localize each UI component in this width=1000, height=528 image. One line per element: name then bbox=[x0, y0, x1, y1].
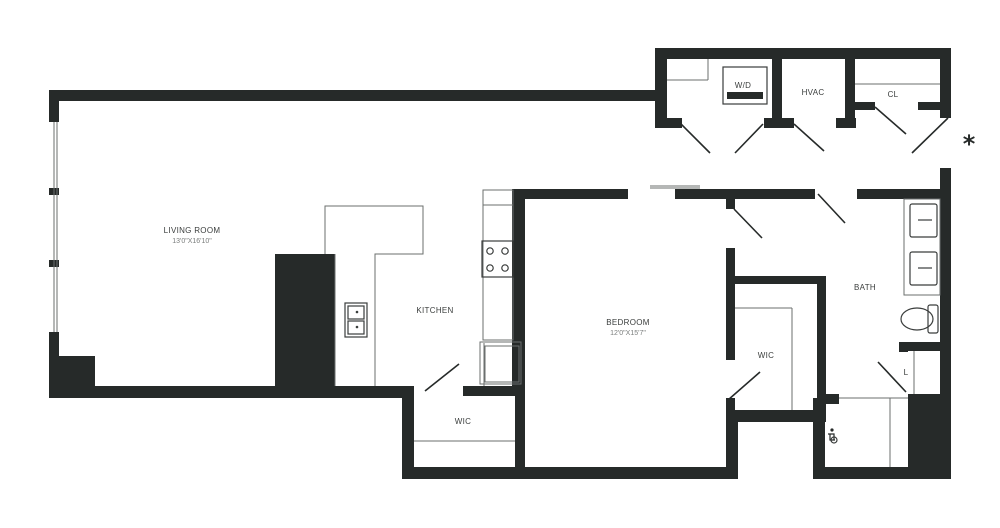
wic-main-label: WIC bbox=[455, 417, 471, 426]
interior-walls bbox=[275, 185, 940, 479]
living-room-dim: 13'0"X16'10" bbox=[172, 238, 212, 245]
wd-label: W/D bbox=[735, 81, 751, 90]
bath-label: BATH bbox=[854, 283, 876, 292]
living-room-label: LIVING ROOM bbox=[164, 226, 221, 235]
cl-label: CL bbox=[888, 90, 899, 99]
toilet-icon bbox=[900, 304, 939, 334]
sink-icon bbox=[344, 302, 368, 338]
compass-marker-icon: * bbox=[963, 130, 976, 158]
stove-icon bbox=[481, 240, 514, 278]
kitchen-label: KITCHEN bbox=[416, 306, 453, 315]
bedroom-label: BEDROOM bbox=[606, 318, 649, 327]
kitchen-counters bbox=[324, 189, 522, 386]
exterior-walls bbox=[49, 48, 951, 479]
bedroom-dim: 12'0"X15'7" bbox=[610, 330, 646, 337]
doors bbox=[424, 106, 949, 401]
hvac-label: HVAC bbox=[802, 88, 825, 97]
wic-bedroom-label: WIC bbox=[758, 351, 774, 360]
accessibility-icon bbox=[828, 428, 838, 444]
linen-label: L bbox=[904, 368, 909, 377]
bath-fixtures bbox=[903, 198, 941, 296]
inner-lines bbox=[414, 307, 915, 467]
west-windows bbox=[53, 122, 58, 332]
room-labels: LIVING ROOM 13'0"X16'10" KITCHEN BEDROOM… bbox=[164, 81, 909, 426]
service-closets bbox=[660, 59, 940, 128]
